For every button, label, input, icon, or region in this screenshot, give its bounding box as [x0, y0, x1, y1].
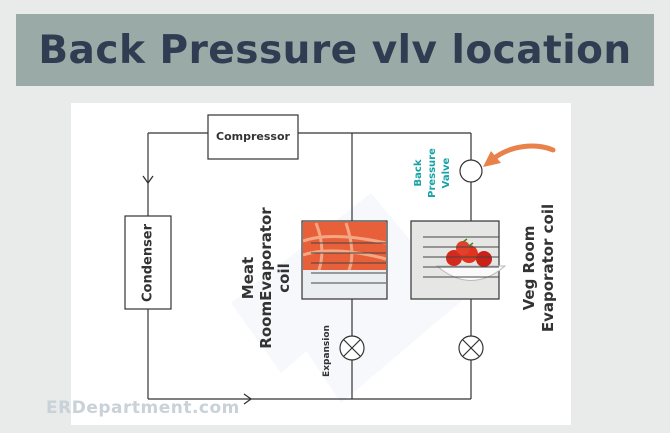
- bpv-line-1: Back: [413, 159, 424, 186]
- flow-arrow-right-icon: [243, 393, 253, 405]
- curved-arrow-icon: [483, 143, 556, 167]
- veg-line-2: Evaporator coil: [539, 204, 557, 332]
- compressor-box: [207, 114, 299, 160]
- condenser-box: [124, 215, 172, 310]
- meat-line-3: coil: [275, 263, 293, 292]
- expansion-valve-meat-icon: [339, 335, 365, 361]
- back-pressure-valve-label: Back Pressure Valve: [413, 148, 452, 198]
- compressor-label: Compressor: [216, 130, 291, 143]
- expansion-label: Expansion: [322, 325, 332, 377]
- veg-line-1: Veg Room: [520, 226, 538, 311]
- watermark-text: ERDepartment.com: [46, 398, 240, 418]
- meat-coil-label: Meat RoomEvaporator coil: [239, 207, 293, 349]
- meat-line-1: Meat: [239, 257, 257, 299]
- back-pressure-valve-icon: [459, 159, 483, 183]
- refrigeration-diagram: Compressor Condenser: [124, 114, 557, 405]
- meat-coil-image: [301, 220, 388, 300]
- meat-line-2: RoomEvaporator: [257, 207, 275, 349]
- diagram-panel: Compressor Condenser: [71, 103, 571, 425]
- title-banner: Back Pressure vlv location: [16, 14, 654, 86]
- expansion-valve-veg-icon: [458, 335, 484, 361]
- bpv-line-3: Valve: [441, 157, 452, 188]
- veg-coil-image: [410, 220, 507, 300]
- page-title: Back Pressure vlv location: [38, 27, 632, 73]
- flow-arrow-down-icon: [142, 175, 154, 185]
- bpv-line-2: Pressure: [427, 148, 438, 198]
- condenser-label: Condenser: [141, 223, 156, 302]
- veg-coil-label: Veg Room Evaporator coil: [520, 204, 557, 332]
- piping: [147, 132, 472, 400]
